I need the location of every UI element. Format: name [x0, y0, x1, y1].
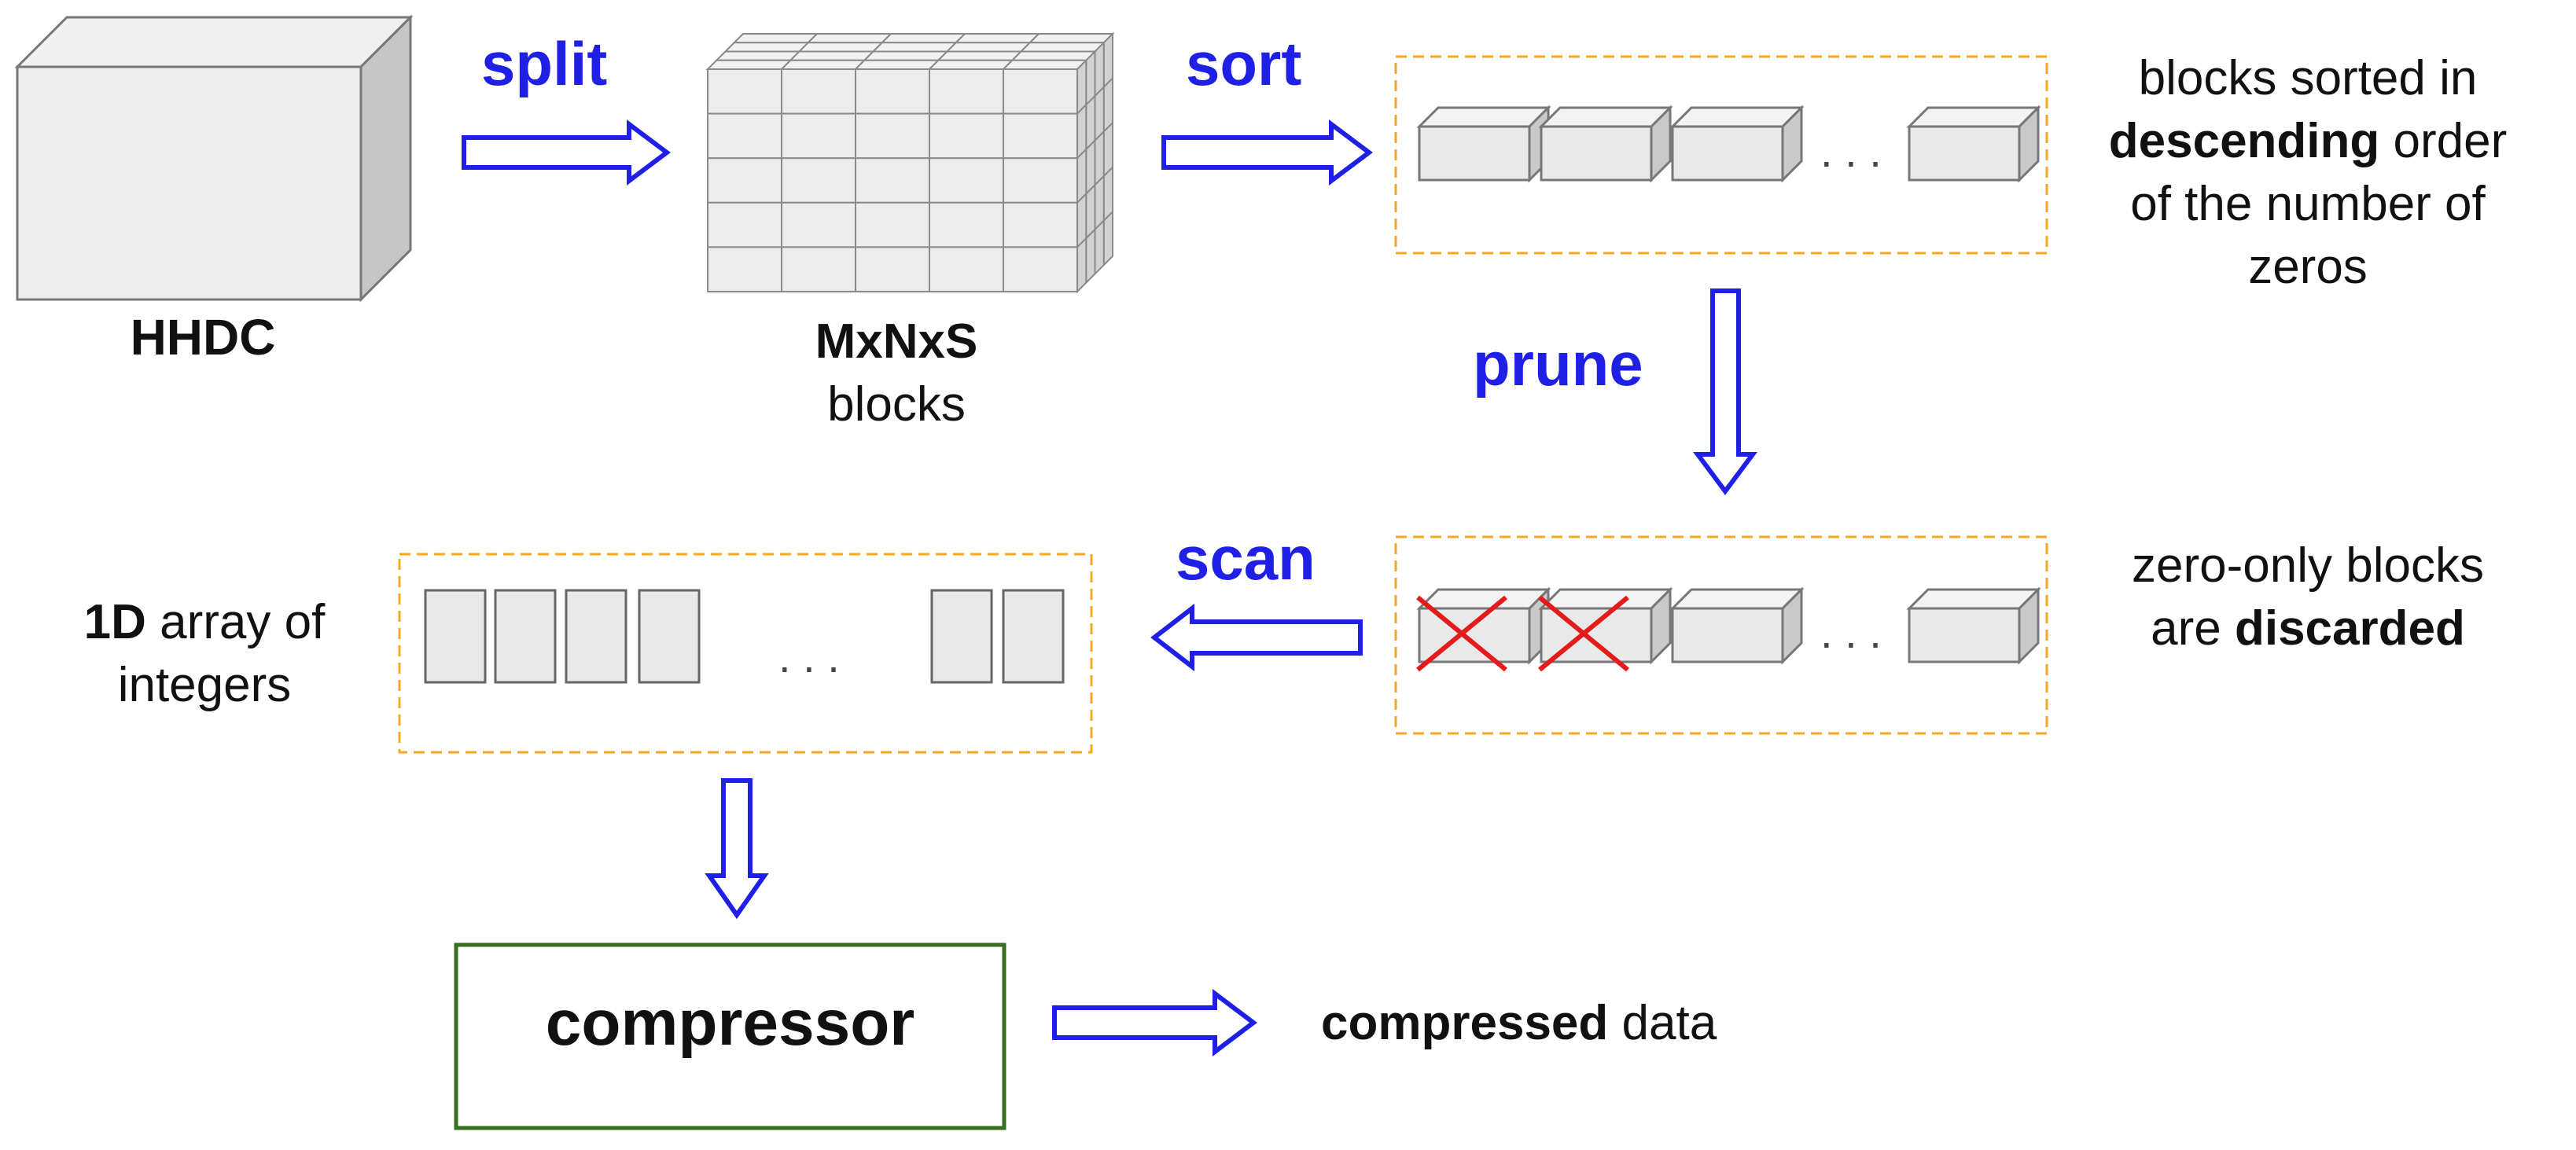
hhdc-cube [14, 14, 414, 303]
array-container [398, 553, 1093, 754]
sort-arrow [1161, 119, 1373, 186]
compressor-box [454, 942, 1006, 1130]
block-grid-cube [705, 31, 1115, 294]
down-arrow-to-compressor [705, 778, 769, 920]
sorted-block [1906, 105, 2041, 183]
scan-arrow [1150, 603, 1363, 672]
sorted-blocks-container [1394, 55, 2048, 255]
pruned-blocks [1416, 586, 2041, 672]
sorted-note-bold: descending [2108, 114, 2380, 168]
hhdc-label: HHDC [130, 309, 276, 366]
blocks-label-normal: blocks [827, 377, 966, 432]
kept-block [1906, 586, 2041, 665]
sorted-block [1669, 105, 1805, 183]
array-cells [424, 589, 1065, 684]
discard-note-pre: are [2151, 601, 2235, 656]
pruned-blocks-container [1394, 535, 2048, 735]
compressor-label: compressor [545, 987, 915, 1059]
sorted-note: blocks sorted in descending order of the… [2064, 47, 2552, 299]
output-arrow [1052, 988, 1257, 1057]
blocks-label: MxNxS blocks [739, 310, 1054, 436]
step-split: split [481, 29, 608, 98]
kept-block [1669, 586, 1805, 665]
pruned-ellipsis: . . . [1820, 608, 1882, 657]
sorted-blocks [1416, 105, 2041, 183]
output-label-bold: compressed [1321, 996, 1609, 1050]
discard-note: zero-only blocks are discarded [2064, 535, 2552, 660]
array-label-line1: array of [145, 595, 326, 649]
discard-note-bold: discarded [2234, 601, 2465, 656]
sorted-note-line4: zeros [2248, 240, 2368, 294]
sorted-ellipsis: . . . [1820, 127, 1882, 176]
discard-note-line1: zero-only blocks [2132, 538, 2484, 593]
discarded-block [1416, 586, 1551, 665]
array-label-bold: 1D [83, 595, 146, 649]
array-ellipsis: . . . [778, 632, 840, 682]
output-label-rest: data [1608, 996, 1717, 1050]
discard-cross-icon [1416, 595, 1507, 672]
discard-cross-icon [1538, 595, 1629, 672]
prune-arrow [1693, 288, 1757, 496]
sorted-note-line1: blocks sorted in [2138, 51, 2478, 105]
step-sort: sort [1186, 29, 1302, 98]
sorted-block [1416, 105, 1551, 183]
array-label-line2: integers [117, 658, 292, 712]
sorted-note-line2: order [2379, 114, 2508, 168]
step-scan: scan [1176, 524, 1316, 593]
blocks-label-bold: MxNxS [815, 314, 978, 369]
step-prune: prune [1473, 329, 1643, 399]
sorted-note-line3: of the number of [2130, 177, 2486, 231]
output-label: compressed data [1321, 995, 1717, 1051]
split-arrow [462, 119, 671, 186]
sorted-block [1538, 105, 1673, 183]
array-label: 1D array of integers [39, 591, 370, 717]
